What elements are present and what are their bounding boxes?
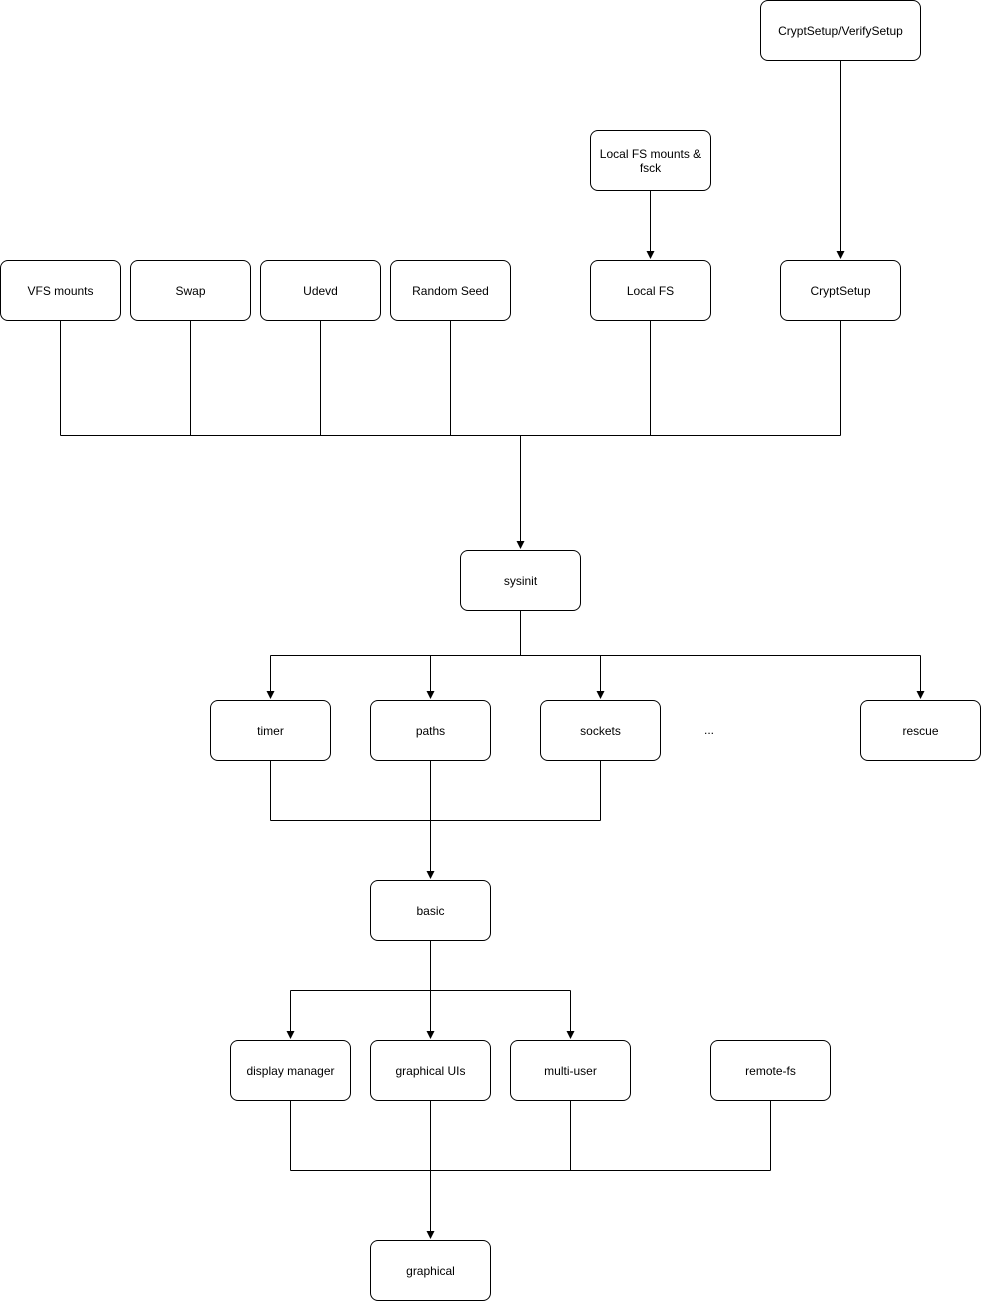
node-vfs-mounts: VFS mounts <box>0 260 121 321</box>
node-basic: basic <box>370 880 491 941</box>
node-paths: paths <box>370 700 491 761</box>
node-graphical: graphical <box>370 1240 491 1301</box>
node-ellipsis: ... <box>704 723 715 737</box>
node-swap: Swap <box>130 260 251 321</box>
node-sysinit: sysinit <box>460 550 581 611</box>
node-graphical-uis: graphical UIs <box>370 1040 491 1101</box>
node-cryptsetup: CryptSetup <box>780 260 901 321</box>
node-display-manager: display manager <box>230 1040 351 1101</box>
node-local-fs: Local FS <box>590 260 711 321</box>
node-cryptsetup-verifysetup: CryptSetup/VerifySetup <box>760 0 921 61</box>
node-udevd: Udevd <box>260 260 381 321</box>
node-rescue: rescue <box>860 700 981 761</box>
node-sockets: sockets <box>540 700 661 761</box>
node-local-fs-mounts-fsck: Local FS mounts & fsck <box>590 130 711 191</box>
node-remote-fs: remote-fs <box>710 1040 831 1101</box>
node-random-seed: Random Seed <box>390 260 511 321</box>
node-timer: timer <box>210 700 331 761</box>
node-multi-user: multi-user <box>510 1040 631 1101</box>
